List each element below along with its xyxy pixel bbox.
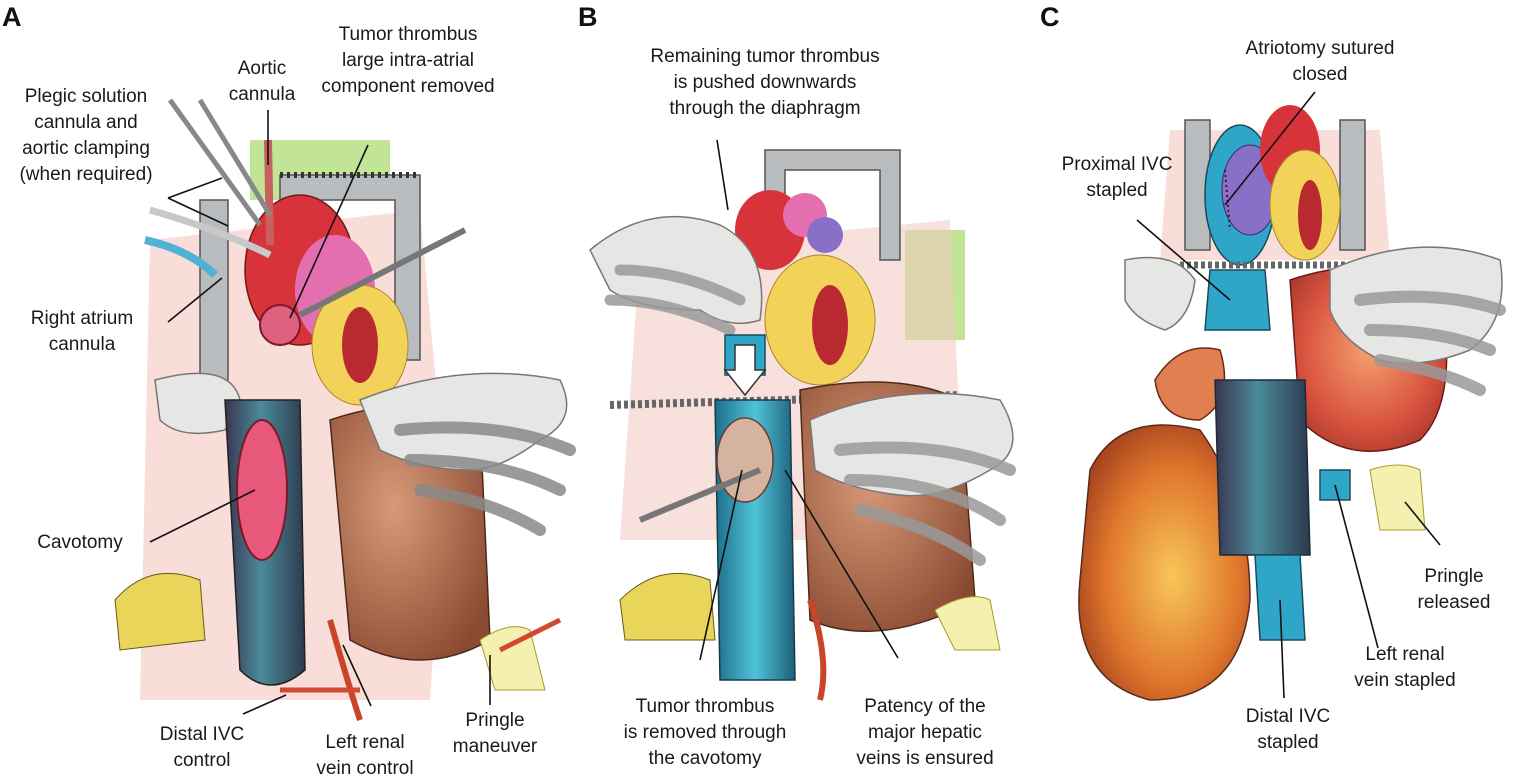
- forceps: [298, 227, 467, 318]
- leader-plegic-2: [167, 197, 229, 227]
- leader-lines: [149, 91, 1441, 715]
- label-cavotomy: Cavotomy: [37, 532, 123, 553]
- leader-left-renal-a: [342, 644, 372, 707]
- heart-b-inner: [812, 285, 848, 365]
- glove-right-a: [359, 372, 568, 471]
- leader-distal-ivc-a: [242, 694, 287, 715]
- leader-patency: [784, 469, 899, 659]
- leader-proximal-ivc: [1136, 219, 1231, 301]
- glove-c-fingers: [1354, 290, 1506, 396]
- cannula-plegic: [149, 206, 272, 259]
- glove-c-left: [1124, 256, 1196, 331]
- leader-remaining: [716, 139, 729, 211]
- pringle-c: [1369, 464, 1426, 531]
- label-proximal-ivc-stapled: Proximal IVC stapled: [1061, 154, 1173, 201]
- label-pringle-released: Pringle released: [1417, 566, 1491, 613]
- fat-yellow-b: [619, 572, 716, 641]
- label-left-renal-vein-control: Left renal vein control: [316, 732, 414, 779]
- bowel-c: [1154, 347, 1226, 421]
- label-tumor-thrombus-large: Tumor thrombus large intra-atrial compon…: [321, 24, 495, 97]
- label-atriotomy-sutured: Atriotomy sutured closed: [1245, 38, 1395, 85]
- cavotomy-opening: [236, 419, 288, 561]
- leader-cavotomy: [149, 489, 256, 543]
- label-patency-hepatic-veins: Patency of the major hepatic veins is en…: [856, 696, 994, 769]
- ivc-c-upper: [1204, 269, 1271, 331]
- label-tumor-thrombus-removed: Tumor thrombus is removed through the ca…: [623, 696, 787, 769]
- leader-pringle-released: [1404, 501, 1441, 546]
- panel-letter-c: C: [1040, 2, 1060, 32]
- panel-letter-a: A: [2, 2, 22, 32]
- glove-b-right-fingers: [834, 441, 1016, 566]
- leader-distal-ivc-c: [1279, 599, 1285, 699]
- renal-vein-b: [807, 599, 827, 701]
- glove-b-fingers: [604, 264, 746, 336]
- leader-tumor-removed-b: [699, 469, 743, 661]
- renal-vein-a: [327, 619, 363, 721]
- clamp-instrument: [167, 98, 273, 227]
- retractor-c: [1184, 119, 1366, 251]
- label-right-atrium-cannula: Right atrium cannula: [30, 308, 134, 355]
- panel-b-illustration: [589, 149, 1016, 701]
- label-left-renal-vein-stapled: Left renal vein stapled: [1354, 644, 1456, 691]
- glove-fingers-a: [394, 421, 576, 536]
- leader-atriotomy: [1224, 91, 1316, 206]
- panel-letter-b: B: [578, 2, 598, 32]
- ivc-c-lower: [1254, 554, 1306, 641]
- panel-c-illustration: [1078, 105, 1506, 701]
- panel-a-illustration: [114, 98, 576, 721]
- ivc-c: [1214, 379, 1311, 556]
- pringle-tape-a: [498, 617, 562, 653]
- pringle-a: [479, 626, 546, 691]
- renal-stump-c: [1319, 469, 1351, 501]
- leader-tumor-thrombus-a: [289, 144, 369, 319]
- leader-left-renal-c: [1334, 484, 1379, 649]
- atriotomy-suture: [1224, 169, 1231, 231]
- tumor-thrombus-removed: [259, 304, 301, 346]
- heart-b-purple: [807, 217, 843, 253]
- tumor-b-removed: [716, 417, 774, 503]
- leader-plegic-1: [167, 177, 223, 199]
- cannula-right-atrium: [144, 236, 218, 278]
- heart-inner-red: [342, 307, 378, 383]
- fat-yellow-a: [114, 572, 206, 651]
- label-plegic-solution: Plegic solution cannula and aortic clamp…: [19, 86, 153, 185]
- label-remaining-tumor-thrombus: Remaining tumor thrombus is pushed downw…: [650, 46, 880, 119]
- label-distal-ivc-control: Distal IVC control: [159, 724, 245, 771]
- pringle-b: [934, 596, 1001, 651]
- kidney-c: [1078, 424, 1251, 701]
- heart-c-inner: [1298, 180, 1322, 250]
- leader-right-atrium: [167, 277, 223, 323]
- arrow-down: [723, 344, 767, 397]
- label-aortic-cannula: Aortic cannula: [228, 58, 296, 105]
- label-distal-ivc-stapled: Distal IVC stapled: [1245, 706, 1331, 753]
- label-pringle-maneuver: Pringle maneuver: [452, 710, 538, 757]
